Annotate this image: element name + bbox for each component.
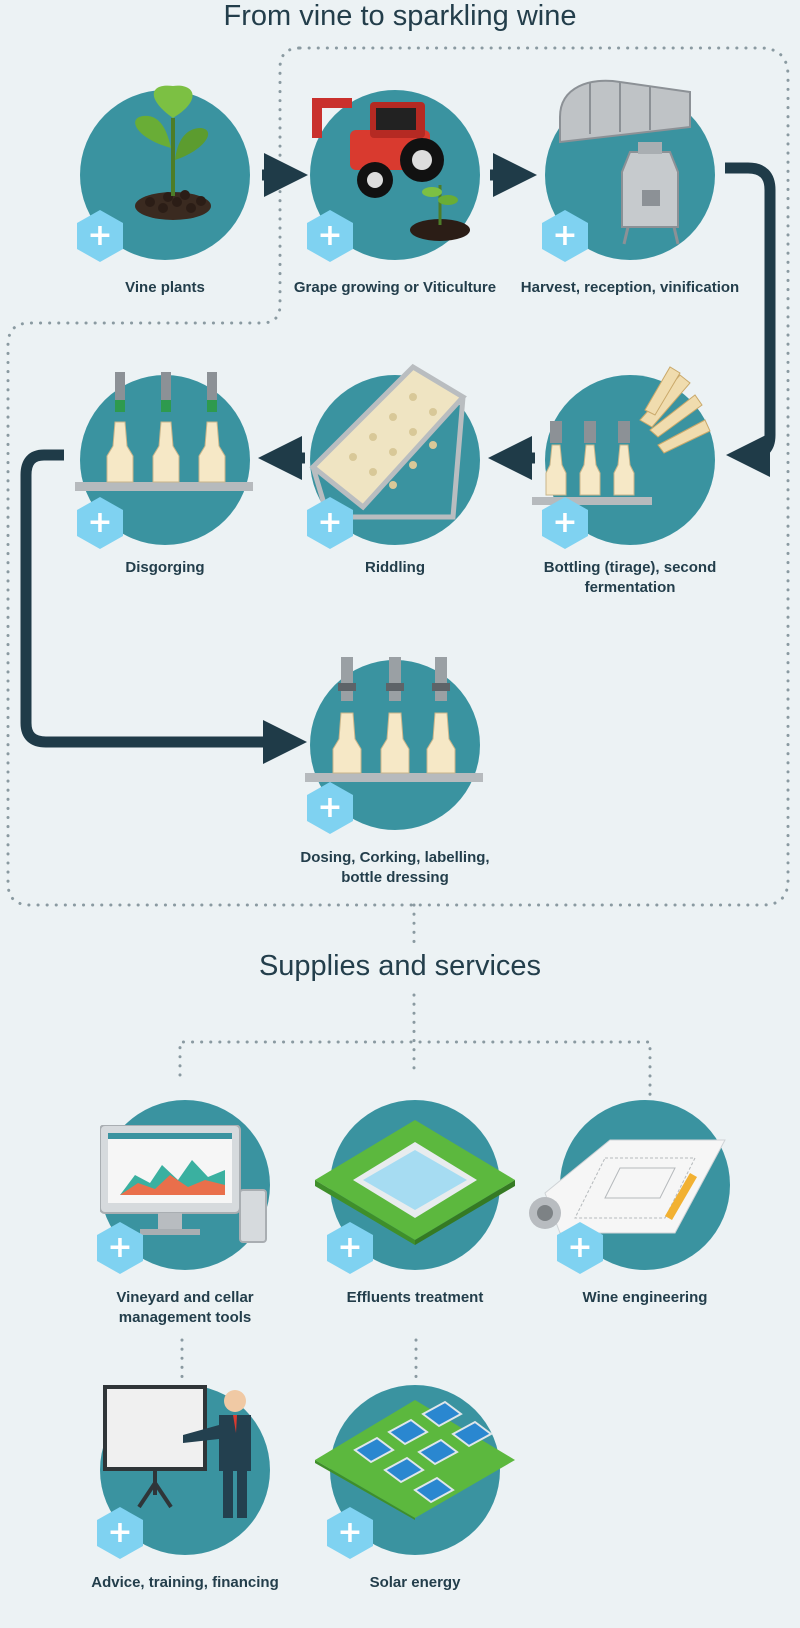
step-label: Bottling (tirage), second fermentation bbox=[543, 559, 717, 596]
riddling-rack-icon bbox=[309, 363, 467, 520]
arrow-step6-step7 bbox=[20, 449, 307, 764]
arrow-step3-step4 bbox=[725, 162, 776, 477]
bottling-icon bbox=[532, 366, 711, 505]
service-label: Wine engineering bbox=[582, 1289, 708, 1306]
step-label: Riddling bbox=[365, 559, 425, 576]
solar-panel-icon bbox=[315, 1400, 515, 1520]
services-title: Supplies and services bbox=[258, 950, 542, 982]
service-label: Vineyard and cellar management tools bbox=[116, 1289, 254, 1326]
corking-icon bbox=[305, 657, 483, 782]
blueprint-icon bbox=[529, 1139, 726, 1234]
step-label: Grape growing or Viticulture bbox=[293, 279, 497, 296]
water-basin-icon bbox=[315, 1120, 515, 1245]
service-label: Solar energy bbox=[369, 1574, 461, 1591]
disgorging-icon bbox=[75, 372, 253, 491]
service-label: Effluents treatment bbox=[346, 1289, 484, 1306]
step-expand-button[interactable]: + bbox=[542, 497, 588, 549]
winery-equipment-icon bbox=[559, 79, 691, 245]
tractor-icon bbox=[312, 98, 470, 241]
step-label: Vine plants bbox=[125, 279, 205, 296]
presenter-icon bbox=[103, 1385, 251, 1518]
step-label: Dosing, Corking, labelling, bottle dress… bbox=[300, 849, 490, 886]
page-title: From vine to sparkling wine bbox=[223, 0, 577, 32]
step-expand-button[interactable]: + bbox=[542, 210, 588, 262]
service-label: Advice, training, financing bbox=[91, 1574, 279, 1591]
computer-icon bbox=[100, 1125, 267, 1243]
vine-plant-icon bbox=[135, 85, 211, 220]
step-expand-button[interactable]: + bbox=[307, 782, 353, 834]
step-expand-button[interactable]: + bbox=[77, 210, 123, 262]
step-label: Disgorging bbox=[125, 559, 205, 576]
step-label: Harvest, reception, vinification bbox=[520, 279, 740, 296]
